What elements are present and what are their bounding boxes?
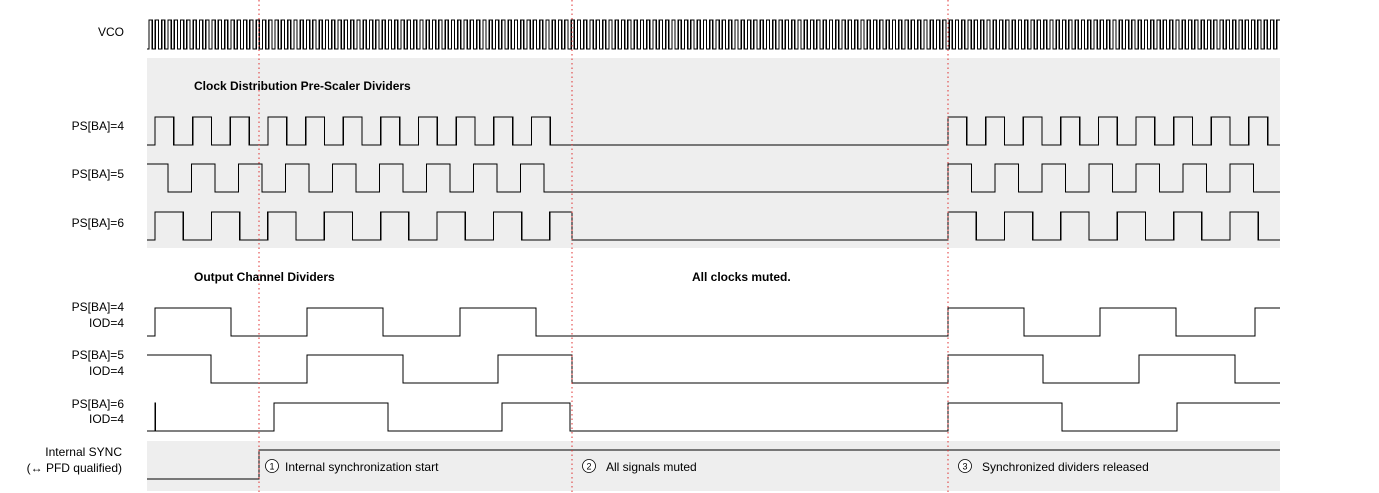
- prescaler-section-title: Clock Distribution Pre-Scaler Dividers: [194, 79, 411, 93]
- marker-3-number: 3: [962, 462, 967, 472]
- marker-2-number: 2: [586, 462, 591, 472]
- marker-3-text: Synchronized dividers released: [982, 460, 1149, 474]
- wave-ps6: [147, 211, 1280, 241]
- wave-iod-ps4: [147, 307, 1280, 337]
- label-iod-ps4-line1: PS[BA]=4: [72, 300, 125, 314]
- label-ps4: PS[BA]=4: [72, 119, 125, 133]
- label-sync-line2: (↔ PFD qualified): [27, 461, 122, 475]
- marker-1-number: 1: [269, 462, 274, 472]
- label-ps6: PS[BA]=6: [72, 216, 125, 230]
- label-vco: VCO: [98, 25, 124, 39]
- muted-note: All clocks muted.: [692, 270, 791, 284]
- marker-1-text: Internal synchronization start: [285, 460, 439, 474]
- marker-2-text: All signals muted: [606, 460, 697, 474]
- label-ps5: PS[BA]=5: [72, 167, 125, 181]
- marker-3: 3 Synchronized dividers released: [958, 459, 1149, 474]
- label-iod-ps6-line1: PS[BA]=6: [72, 397, 125, 411]
- output-section-title: Output Channel Dividers: [194, 270, 335, 284]
- label-sync-line1: Internal SYNC: [45, 445, 122, 459]
- marker-2: 2 All signals muted: [582, 459, 697, 474]
- label-iod-ps5-line1: PS[BA]=5: [72, 348, 125, 362]
- marker-3-badge: [958, 459, 972, 473]
- marker-1-badge: [265, 459, 279, 473]
- sync-band: [147, 441, 1280, 491]
- prescaler-band: [147, 58, 1280, 248]
- wave-ps4: [147, 116, 1280, 146]
- marker-2-badge: [582, 459, 596, 473]
- wave-ps5: [147, 163, 1280, 193]
- wave-iod-ps6: [147, 402, 1280, 432]
- label-iod-ps6-line2: IOD=4: [89, 412, 124, 426]
- marker-1: 1 Internal synchronization start: [265, 459, 439, 474]
- label-iod-ps5-line2: IOD=4: [89, 364, 124, 378]
- label-iod-ps4-line2: IOD=4: [89, 316, 124, 330]
- wave-iod-ps5: [147, 354, 1280, 384]
- wave-vco: [147, 19, 1280, 50]
